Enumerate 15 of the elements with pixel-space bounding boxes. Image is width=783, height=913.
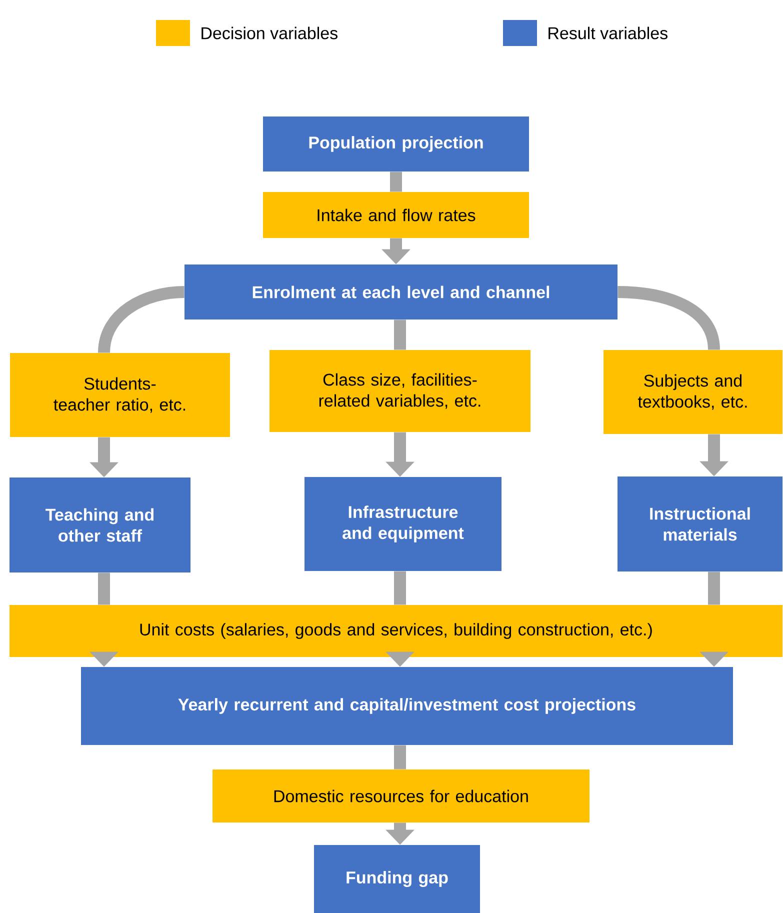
result-box: Infrastructure and equipment	[304, 477, 502, 571]
legend-label: Decision variables	[202, 26, 338, 40]
decision-box: Students-teacher ratio, etc.	[10, 353, 230, 437]
decision-box: Intake and flow rates	[263, 192, 529, 238]
decision-box: Subjects and textbooks, etc.	[604, 350, 782, 434]
result-box: Funding gap	[314, 845, 480, 913]
result-box: Population projection	[263, 116, 529, 172]
result-box: Enrolment at each level and channel	[184, 264, 618, 320]
decision-box: Class size, facilities-related variables, etc.	[270, 350, 530, 432]
decision-box: Unit costs (salaries, goods and services, building construction, etc.)	[10, 605, 782, 657]
result-box: Teaching and other staff	[10, 478, 190, 572]
result-box: Yearly recurrent and capital/investment cost projections	[81, 667, 733, 745]
decision-box: Domestic resources for education	[212, 770, 590, 822]
result-box: Instructional materials	[618, 476, 782, 572]
legend-label: Result variables	[548, 26, 668, 40]
